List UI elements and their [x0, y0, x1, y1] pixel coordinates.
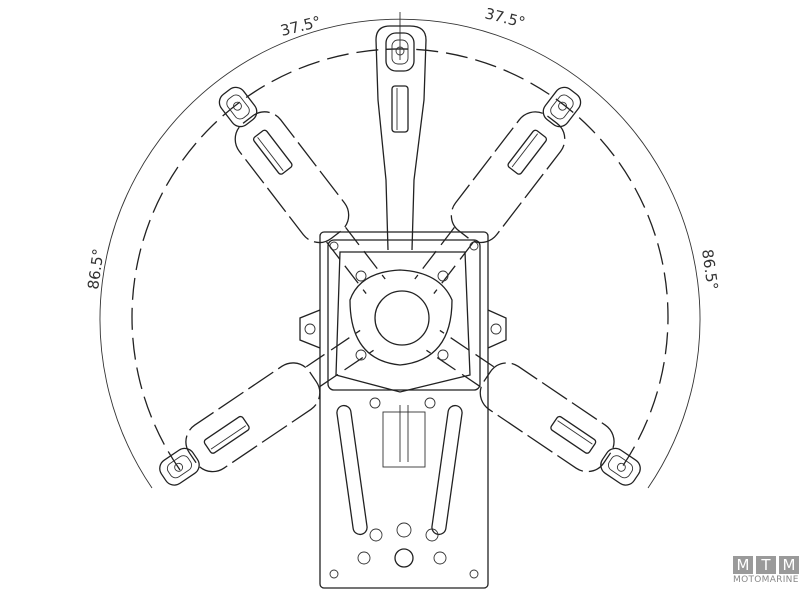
lever-alt-position: [218, 86, 386, 294]
lever-alt-position: [426, 329, 641, 486]
angle-label-left: 86.5°: [84, 248, 108, 291]
lever-alt-position: [414, 86, 582, 294]
angle-label-right: 86.5°: [698, 248, 722, 291]
logo-letter: M: [733, 556, 753, 574]
logo-name: MOTOMARINE: [733, 575, 799, 585]
logo-letter: M: [779, 556, 799, 574]
angle-label-upper-right: 37.5°: [483, 4, 527, 31]
mounting-base-plate: [299, 231, 507, 589]
lever-alt-position: [159, 329, 374, 486]
pivot-hub: [349, 269, 453, 366]
logo-letter: T: [756, 556, 776, 574]
motomarine-logo: M T M MOTOMARINE: [733, 556, 799, 585]
lever-positions: [159, 25, 641, 486]
lever-neutral: [375, 25, 427, 251]
